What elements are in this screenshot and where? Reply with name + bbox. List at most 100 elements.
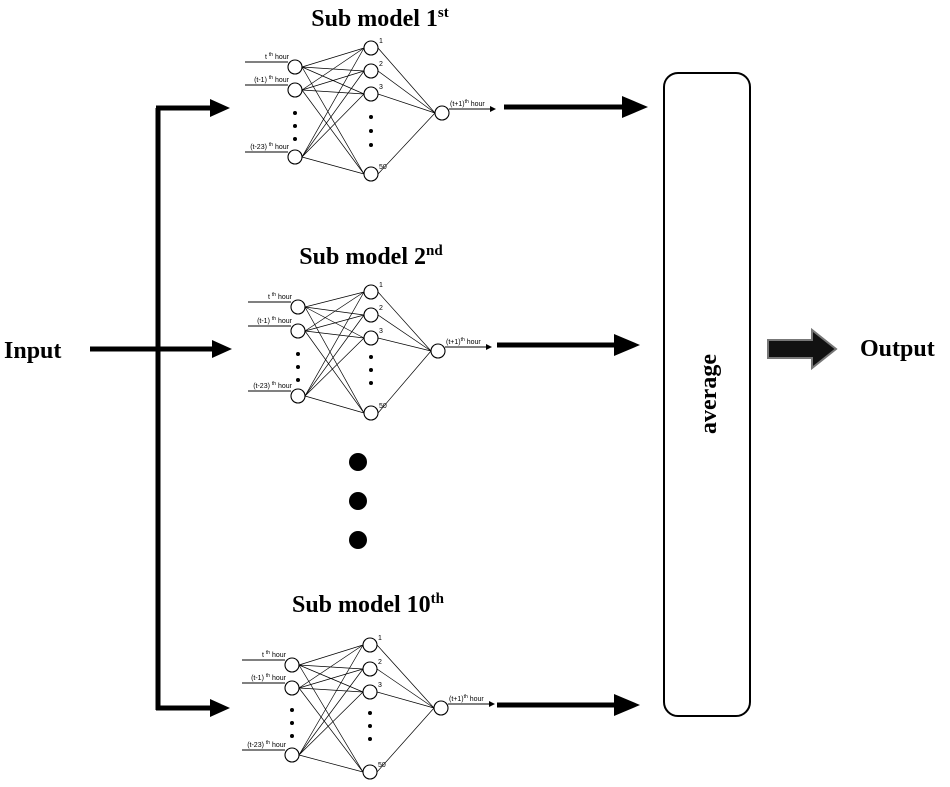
edge [304,291,365,397]
hidden-node [362,661,378,677]
edge [298,644,364,689]
input-node [287,82,303,98]
edge [301,66,365,175]
hidden-node [363,166,379,182]
average-box [663,72,751,717]
hidden-ellipsis-dot [369,355,373,359]
hidden-node [362,637,378,653]
hidden-node [363,307,379,323]
edge [301,93,365,158]
branch-bottom-arrow-head [210,699,230,717]
edge [298,668,364,689]
edge [301,70,365,158]
input-label: Input [4,338,61,364]
edge [377,350,432,414]
edge [304,306,365,316]
input-node-label: t th hour [265,52,290,61]
input-ellipsis-dot [296,352,300,356]
hidden-node-label: 2 [378,659,382,666]
input-node [290,323,306,339]
input-node-label: (t-1) th hour [257,316,293,325]
hidden-node-label: 3 [379,328,383,335]
input-node [284,657,300,673]
edge [298,691,364,756]
edge [376,668,435,709]
output-node [430,343,446,359]
edge [298,644,364,666]
edge [304,330,365,339]
to-average-arrow-2-head [614,334,640,356]
hidden-node [363,284,379,300]
edge [301,89,365,95]
output-node-label: (t+1)th hour [449,694,484,703]
hidden-node [362,684,378,700]
ellipsis-dot [349,453,367,471]
edge [301,47,365,158]
input-node-label: (t-23) th hour [247,740,286,749]
edge [377,70,436,114]
hidden-ellipsis-dot [369,381,373,385]
hidden-node-label: 50 [379,164,387,171]
input-ellipsis-dot [293,111,297,115]
edge [301,70,365,91]
hidden-node-label: 50 [378,762,386,769]
input-ellipsis-dot [290,708,294,712]
input-ellipsis-dot [293,137,297,141]
output-node [434,105,450,121]
hidden-ellipsis-dot [369,143,373,147]
hidden-ellipsis-dot [369,368,373,372]
hidden-ellipsis-dot [369,115,373,119]
edge [377,47,436,114]
hidden-node [363,63,379,79]
hidden-ellipsis-dot [368,737,372,741]
hidden-node [363,86,379,102]
input-node [290,299,306,315]
input-node-label: (t-1) th hour [254,75,290,84]
hidden-node [362,764,378,780]
edge [298,664,364,773]
hidden-node-label: 2 [379,61,383,68]
input-ellipsis-dot [290,734,294,738]
output-node [433,700,449,716]
input-node [290,388,306,404]
edge [301,156,365,175]
edge [377,314,432,352]
edge [304,314,365,332]
submodel-title: Sub model 1st [311,5,449,32]
submodel-title: Sub model 2nd [299,243,443,270]
edge [298,754,364,773]
edge [376,707,435,773]
input-node-label: (t-1) th hour [251,673,287,682]
edge [298,644,364,756]
to-average-arrow-10-head [614,694,640,716]
input-ellipsis-dot [293,124,297,128]
edge [304,291,365,332]
edge [304,314,365,397]
edge [298,664,364,670]
edge [298,668,364,756]
edge [377,291,432,352]
hidden-node [363,330,379,346]
output-node-label: (t+1)th hour [446,337,481,346]
output-arrow [767,327,838,371]
ellipsis-dot [349,492,367,510]
hidden-node-label: 2 [379,305,383,312]
edge [301,47,365,91]
edge [304,337,365,397]
edge [298,687,364,693]
edge [298,687,364,773]
ellipsis-dot [349,531,367,549]
edge [304,306,365,339]
input-arrow-head [212,340,232,358]
hidden-node [363,405,379,421]
hidden-node-label: 1 [379,38,383,45]
input-node [284,747,300,763]
output-label: Output [860,336,935,362]
input-node-label: t th hour [262,650,287,659]
hidden-node-label: 1 [378,635,382,642]
input-node [284,680,300,696]
edge [377,337,432,352]
